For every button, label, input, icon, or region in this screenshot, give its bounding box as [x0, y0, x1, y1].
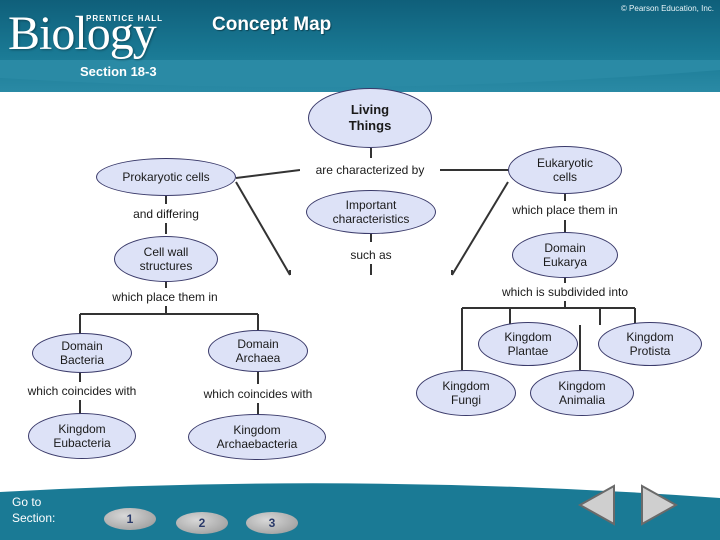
node-such-as: such as — [336, 246, 406, 264]
biology-logo: Biology — [8, 7, 157, 60]
node-which-coincides-with-mid: which coincides with — [198, 385, 318, 403]
node-domain-archaea: Domain Archaea — [208, 330, 308, 372]
section-label: Section 18-3 — [80, 64, 157, 79]
node-and-differing: and differing — [118, 205, 214, 223]
publisher-label: PRENTICE HALL — [86, 14, 163, 23]
header-curve — [0, 60, 720, 88]
node-kingdom-animalia: Kingdom Animalia — [530, 370, 634, 416]
node-prokaryotic-cells: Prokaryotic cells — [96, 158, 236, 196]
node-eukaryotic-cells: Eukaryotic cells — [508, 146, 622, 194]
node-kingdom-fungi: Kingdom Fungi — [416, 370, 516, 416]
node-kingdom-protista: Kingdom Protista — [598, 322, 702, 366]
previous-arrow-icon[interactable] — [574, 482, 620, 528]
node-which-place-them-in-left: which place them in — [100, 288, 230, 306]
node-are-characterized-by: are characterized by — [300, 160, 440, 180]
node-important-characteristics: Important characteristics — [306, 190, 436, 234]
node-kingdom-plantae: Kingdom Plantae — [478, 322, 578, 366]
section-1-button[interactable]: 1 — [104, 508, 156, 530]
node-domain-eukarya: Domain Eukarya — [512, 232, 618, 278]
next-arrow-icon[interactable] — [636, 482, 682, 528]
node-kingdom-archaebacteria: Kingdom Archaebacteria — [188, 414, 326, 460]
page-title: Concept Map — [212, 14, 332, 35]
node-living-things: Living Things — [308, 88, 432, 148]
copyright-text: © Pearson Education, Inc. — [620, 4, 714, 13]
node-cell-wall-structures: Cell wall structures — [114, 236, 218, 282]
node-domain-bacteria: Domain Bacteria — [32, 333, 132, 373]
node-which-is-subdivided-into: which is subdivided into — [494, 283, 636, 301]
section-2-button[interactable]: 2 — [176, 512, 228, 534]
node-kingdom-eubacteria: Kingdom Eubacteria — [28, 413, 136, 459]
section-3-button[interactable]: 3 — [246, 512, 298, 534]
node-which-coincides-with-left: which coincides with — [22, 382, 142, 400]
goto-section-label: Go to Section: — [12, 495, 56, 525]
node-which-place-them-in-right: which place them in — [500, 201, 630, 219]
